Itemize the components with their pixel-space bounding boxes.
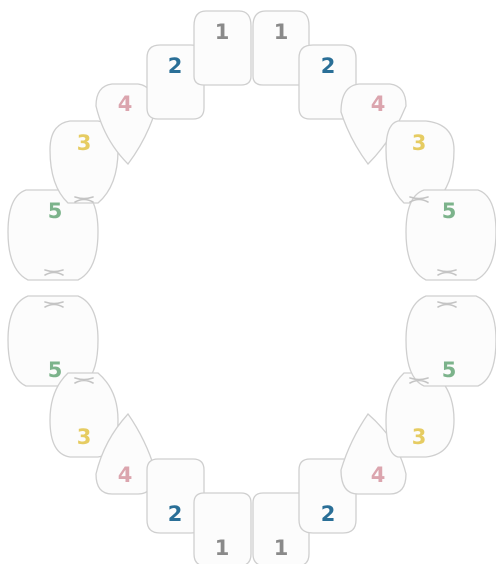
label-lower-left-2: 2 — [168, 502, 183, 526]
label-upper-right-5: 5 — [442, 199, 457, 223]
label-lower-right-3: 3 — [412, 425, 427, 449]
label-lower-right-4: 4 — [371, 463, 386, 487]
label-upper-right-3: 3 — [412, 131, 427, 155]
label-upper-right-4: 4 — [371, 92, 386, 116]
label-lower-right-1: 1 — [274, 536, 289, 560]
label-lower-right-2: 2 — [321, 502, 336, 526]
label-lower-left-5: 5 — [48, 358, 63, 382]
label-lower-left-4: 4 — [118, 463, 133, 487]
label-upper-left-2: 2 — [168, 54, 183, 78]
label-lower-left-1: 1 — [215, 536, 230, 560]
label-upper-left-5: 5 — [48, 199, 63, 223]
label-upper-left-1: 1 — [215, 20, 230, 44]
label-upper-left-3: 3 — [77, 131, 92, 155]
label-upper-left-4: 4 — [118, 92, 133, 116]
label-lower-left-3: 3 — [77, 425, 92, 449]
label-upper-right-2: 2 — [321, 54, 336, 78]
label-upper-right-1: 1 — [274, 20, 289, 44]
contact-marks — [45, 197, 456, 383]
label-lower-right-5: 5 — [442, 358, 457, 382]
